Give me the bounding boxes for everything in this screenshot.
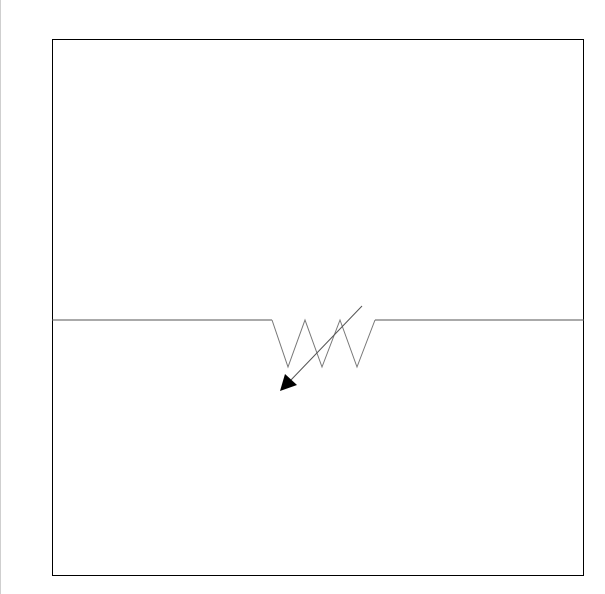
page-left-rule [0,0,1,594]
variable-arrow-shaft [289,305,363,382]
resistor-zigzag [271,318,376,369]
variable-arrow-head-icon [280,374,297,391]
diagram-frame [52,39,584,576]
